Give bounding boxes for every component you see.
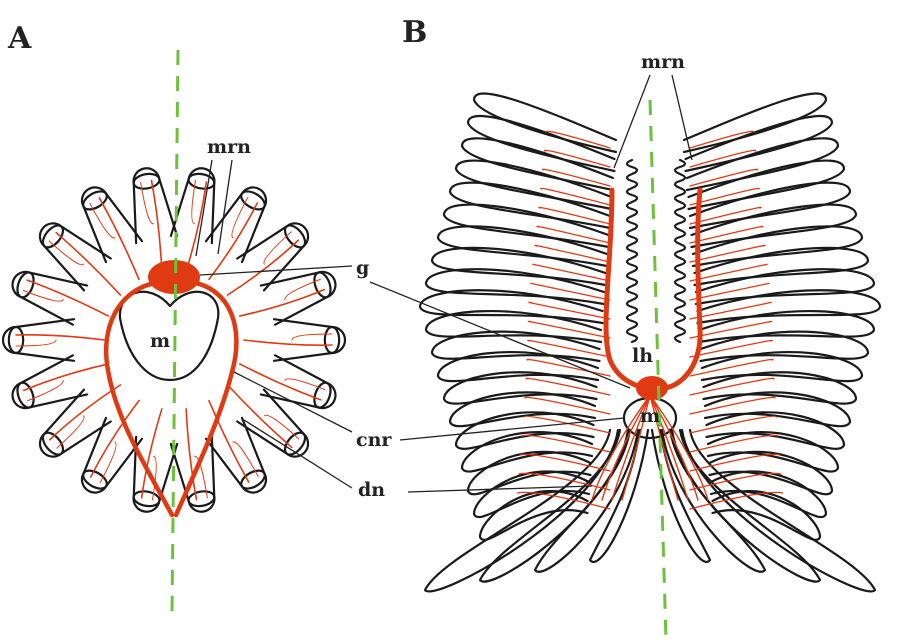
panel-b-tentacle [705, 392, 850, 426]
panel-b-margin-left [627, 160, 637, 342]
panel-b-tentacle-nerve [690, 435, 778, 452]
panel-a-letter: A [7, 21, 32, 56]
panel-b-tentacle [693, 226, 862, 266]
panel-a-tentacle-tip [187, 172, 215, 191]
label-cnr: cnr [356, 429, 392, 451]
label-dn: dn [358, 479, 385, 501]
panel-a-tentacle-nerve [240, 364, 321, 400]
label-g: g [356, 257, 369, 279]
panel-a: A mrn m [3, 21, 352, 612]
panel-b-tentacle-nerve [524, 416, 611, 433]
panel-b-tentacle-nerve [690, 264, 767, 281]
panel-a-leader-mrn-2 [218, 160, 232, 254]
panel-a-tentacle-nerve [240, 290, 324, 316]
panel-b-tentacle-nerve [533, 264, 610, 281]
panel-a-tentacle-nerve [142, 409, 162, 498]
panel-b: B mrn lh m [370, 15, 880, 640]
panel-a-tentacle-tip [133, 489, 161, 508]
panel-b-tentacle-nerve [690, 416, 777, 433]
panel-a-tentacle-nerve [24, 364, 108, 390]
panel-a-tentacle-nerve [244, 340, 332, 345]
panel-a-tentacle [134, 437, 178, 512]
panel-a-tentacle-tip [187, 489, 215, 508]
panel-a-label-mrn: mrn [207, 136, 251, 158]
panel-b-ganglion [636, 376, 668, 400]
panel-a-tentacle [3, 319, 74, 361]
panel-b-label-m: m [640, 405, 660, 427]
panel-a-tentacle-nerve [56, 233, 120, 295]
panel-a-tentacle [40, 223, 111, 290]
panel-b-tentacle-nerve [522, 435, 610, 452]
panel-a-label-m: m [150, 330, 170, 352]
panel-a-axis [172, 50, 178, 612]
panel-a-tentacle [171, 168, 215, 243]
panel-b-arms [420, 94, 880, 592]
panel-a-tentacle [82, 187, 142, 262]
panel-a-tentacle-tip [9, 327, 23, 353]
panel-a-tentacle [274, 319, 345, 361]
panel-a-tentacle-nerve [228, 385, 292, 447]
panel-b-axis [650, 100, 666, 640]
panel-b-tentacle [450, 392, 595, 426]
panel-b-label-lh: lh [632, 345, 653, 367]
panel-b-letter: B [402, 15, 427, 50]
panel-b-tentacle [462, 432, 592, 471]
panel-a-tentacle-nerve [228, 240, 299, 295]
panel-a-leader-dn [244, 420, 352, 488]
panel-b-margin-right [675, 160, 685, 342]
panel-b-leader-mrn-1 [614, 75, 650, 168]
panel-a-circumoral-nerve-ring [106, 282, 172, 515]
panel-a-tentacle-nerve [27, 280, 108, 316]
panel-b-leader-mrn-2 [672, 75, 692, 160]
panel-a-circumoral-nerve-ring-right [176, 282, 236, 515]
panel-b-label-mrn: mrn [641, 51, 685, 73]
panel-b-tentacle [708, 432, 838, 471]
panel-a-tentacle-nerve [151, 180, 161, 271]
panel-a-tentacle-nerve [186, 182, 206, 271]
panel-a-tentacle-nerve [16, 335, 104, 340]
panel-a-tentacle [82, 418, 142, 493]
panel-b-tentacle [438, 226, 607, 266]
panel-a-tentacle [237, 223, 308, 290]
panel-a-tentacle-tip [133, 172, 161, 191]
panel-a-tentacle [40, 390, 111, 457]
panel-a-tentacle-nerve [50, 385, 121, 440]
panel-a-tentacle-tip [325, 327, 339, 353]
panel-b-leader-g [370, 282, 630, 388]
panel-a-tentacle [206, 187, 266, 262]
